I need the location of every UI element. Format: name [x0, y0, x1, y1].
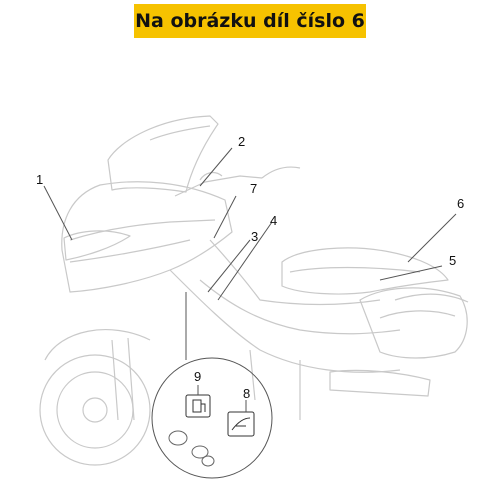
detail-circle	[151, 357, 273, 479]
leader-lines	[43, 147, 457, 412]
page-title: Na obrázku díl číslo 6	[135, 10, 365, 32]
fuel-sticker-icon	[185, 394, 211, 418]
scooter-outline	[39, 115, 469, 466]
oil-sticker-icon	[227, 411, 255, 437]
callout-6: 6	[457, 196, 464, 211]
callout-4: 4	[270, 213, 277, 228]
callout-5: 5	[449, 253, 456, 268]
callout-7: 7	[250, 181, 257, 196]
callout-8: 8	[243, 386, 250, 401]
callout-1: 1	[36, 172, 43, 187]
callout-2: 2	[238, 134, 245, 149]
callout-9: 9	[194, 369, 201, 384]
callout-3: 3	[251, 229, 258, 244]
clip-part-icon	[168, 430, 215, 467]
title-banner: Na obrázku díl číslo 6	[134, 4, 366, 38]
